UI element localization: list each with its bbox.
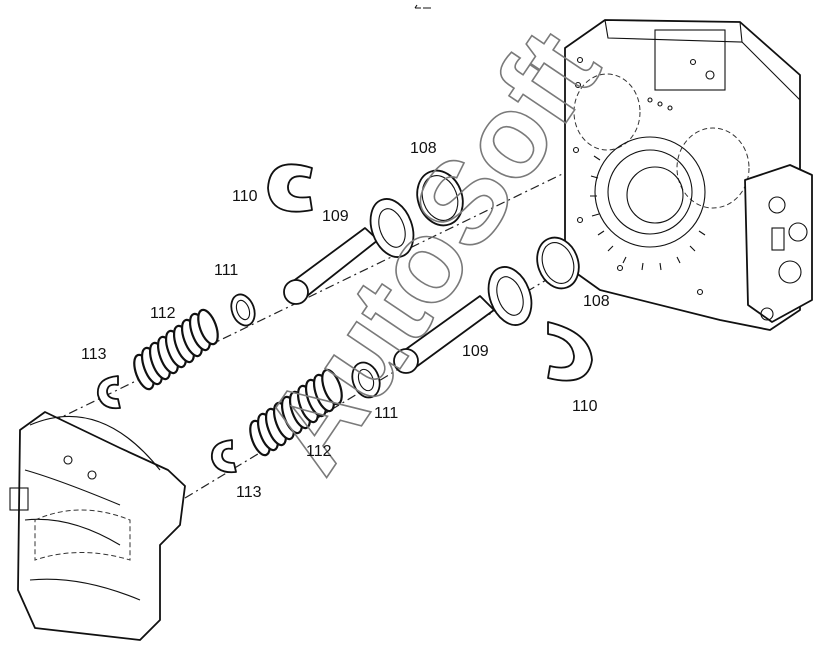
ring-108-upper [416,169,464,227]
callout-labels: 108 108 109 109 110 110 111 111 112 112 … [81,140,610,501]
callout-110-lower: 110 [572,398,598,415]
valve-cover [9,411,186,641]
callout-113-upper: 113 [81,346,107,363]
ring-108-lower [536,236,580,290]
callout-112-upper: 112 [150,305,176,322]
callout-110-upper: 110 [232,188,258,205]
clip-110-upper [267,163,313,213]
callout-111-lower: 111 [374,405,398,422]
spool-109-upper [283,198,415,305]
washer-111-lower [351,361,381,399]
callout-108-lower: 108 [583,293,610,310]
valve-housing [564,19,813,331]
callout-108-upper: 108 [410,140,437,157]
spool-109-lower [393,266,533,374]
retainer-113-upper [96,375,121,410]
callout-111-upper: 111 [214,262,238,279]
retainer-113-lower [210,439,237,474]
callout-109-lower: 109 [462,343,489,360]
washer-111-upper [230,293,256,327]
spring-112-upper [133,308,219,391]
callout-113-lower: 113 [236,484,262,501]
spring-112-lower [249,368,343,457]
callout-112-lower: 112 [306,443,332,460]
gear-teeth [590,155,706,271]
clip-110-lower [547,321,593,382]
top-mark [414,4,431,9]
callout-109-upper: 109 [322,208,349,225]
